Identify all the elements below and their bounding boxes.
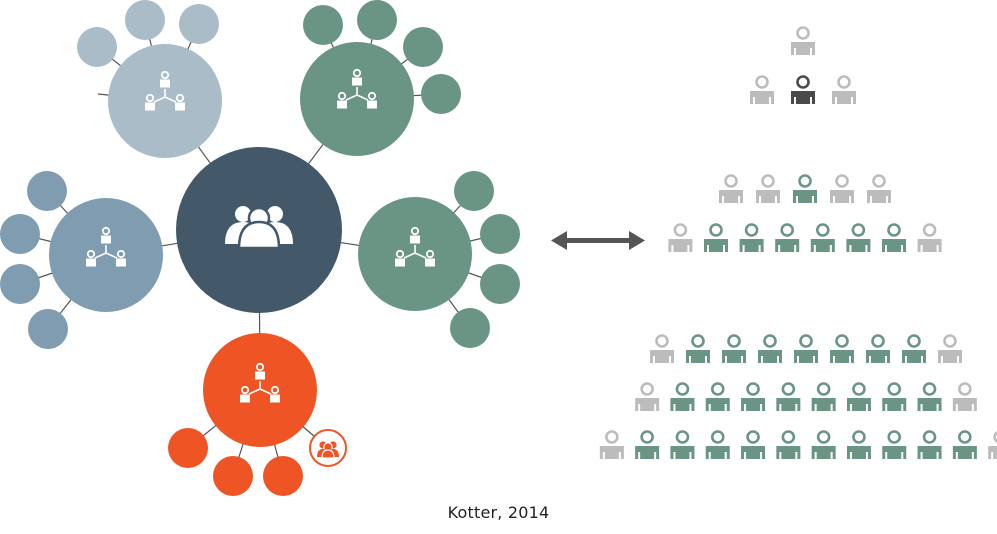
satellite-node: [480, 214, 520, 254]
satellite-node: [303, 5, 343, 45]
double-arrow-icon: [551, 231, 645, 250]
cluster-top-left: [77, 0, 222, 158]
group-icon: [225, 206, 293, 250]
person-icon: [758, 334, 782, 363]
person-icon: [917, 430, 942, 459]
person-icon: [739, 223, 764, 252]
person-icon: [719, 174, 743, 203]
cluster-left: [0, 171, 163, 349]
person-icon: [741, 430, 766, 459]
person-icon: [776, 382, 801, 411]
satellite-node: [0, 264, 40, 304]
person-icon: [670, 382, 695, 411]
person-icon: [952, 382, 977, 411]
satellite-node: [179, 4, 219, 44]
satellite-node: [421, 74, 461, 114]
center-hub: [176, 147, 342, 313]
cluster-bottom: [168, 333, 347, 496]
hierarchy-medium: [668, 174, 942, 252]
satellite-node: [125, 0, 165, 40]
person-icon: [776, 430, 801, 459]
person-icon: [791, 75, 815, 104]
hierarchy-small: [750, 26, 856, 104]
person-icon: [902, 334, 926, 363]
person-icon: [832, 75, 856, 104]
person-icon: [811, 430, 836, 459]
source-citation: Kotter, 2014: [447, 503, 550, 522]
satellite-node: [403, 27, 443, 67]
person-icon: [846, 430, 871, 459]
person-icon: [866, 334, 890, 363]
person-icon: [741, 382, 766, 411]
sub-hub-node: [49, 198, 163, 312]
person-icon: [750, 75, 774, 104]
satellite-node: [357, 0, 397, 40]
person-icon: [938, 334, 962, 363]
person-icon: [988, 430, 997, 459]
person-icon: [670, 430, 695, 459]
person-icon: [791, 26, 815, 55]
person-icon: [846, 382, 871, 411]
satellite-node: [480, 264, 520, 304]
satellite-node: [450, 308, 490, 348]
person-icon: [882, 430, 907, 459]
satellite-node: [0, 214, 40, 254]
satellite-node: [168, 428, 208, 468]
network-structure: [0, 0, 520, 496]
person-icon: [668, 223, 693, 252]
person-icon: [917, 223, 942, 252]
person-icon: [882, 382, 907, 411]
group-icon: [317, 441, 339, 459]
person-icon: [599, 430, 624, 459]
satellite-node: [27, 171, 67, 211]
satellite-node: [213, 456, 253, 496]
person-icon: [846, 223, 871, 252]
person-icon: [952, 430, 977, 459]
person-icon: [867, 174, 891, 203]
person-icon: [635, 382, 660, 411]
person-icon: [882, 223, 906, 252]
person-icon: [705, 382, 730, 411]
person-icon: [794, 334, 818, 363]
sub-hub-node: [300, 42, 414, 156]
hierarchy-structures: [599, 26, 997, 459]
person-icon: [810, 223, 835, 252]
satellite-node: [454, 171, 494, 211]
person-icon: [811, 382, 836, 411]
person-icon: [650, 334, 674, 363]
person-icon: [635, 430, 660, 459]
person-icon: [756, 174, 780, 203]
person-icon: [722, 334, 746, 363]
person-icon: [830, 334, 854, 363]
satellite-node: [263, 456, 303, 496]
sub-hub-node: [358, 197, 472, 311]
person-icon: [686, 334, 710, 363]
person-icon: [705, 430, 730, 459]
cluster-top-right: [300, 0, 461, 156]
satellite-node: [77, 27, 117, 67]
satellite-node: [28, 309, 68, 349]
person-icon: [830, 174, 854, 203]
person-icon: [793, 174, 817, 203]
sub-hub-node: [203, 333, 317, 447]
sub-hub-node: [108, 44, 222, 158]
hierarchy-large: [599, 334, 997, 459]
person-icon: [775, 223, 800, 252]
person-icon: [704, 223, 728, 252]
person-icon: [917, 382, 942, 411]
cluster-right: [358, 171, 520, 348]
satellite-node-highlighted: [309, 429, 347, 467]
